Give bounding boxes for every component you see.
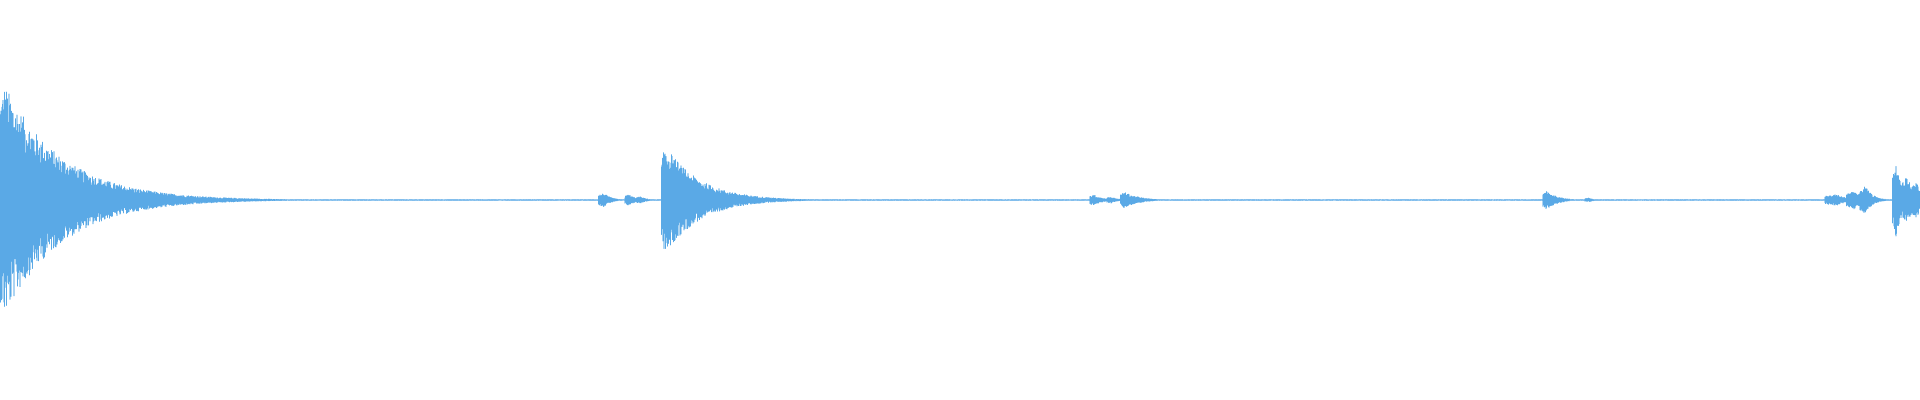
- waveform-trace: [0, 91, 1920, 307]
